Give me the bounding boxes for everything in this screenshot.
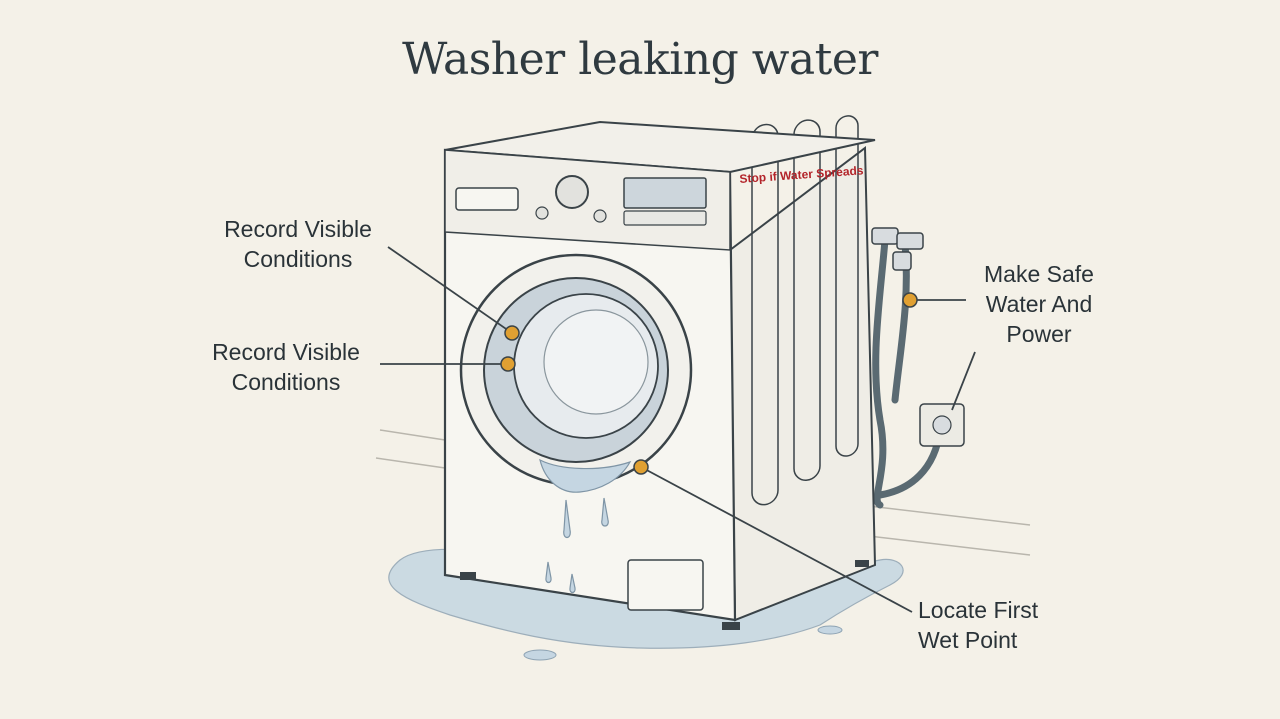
callout-line: Conditions [231, 369, 341, 395]
filter-cover [627, 559, 704, 611]
marker-conditions-lower [500, 356, 516, 372]
marker-conditions-upper [504, 325, 520, 341]
dial-knob-button [535, 206, 549, 220]
dial-knob-button-2 [593, 209, 607, 223]
display-screen [623, 177, 707, 209]
water-hoses [872, 236, 944, 509]
diagram-title: Washer leaking water [402, 34, 878, 85]
marker-water-power [902, 292, 918, 308]
detergent-drawer [455, 187, 519, 211]
washer-foot [460, 572, 476, 580]
callout-line: Power [1006, 321, 1072, 347]
marker-wet-point [633, 459, 649, 475]
callout-line: Locate First [918, 597, 1039, 623]
callout-line: Wet Point [918, 627, 1018, 653]
callout-line: Water And [985, 291, 1093, 317]
callout-record-conditions-lower: Record Visible Conditions [186, 337, 386, 397]
callout-line: Conditions [243, 246, 353, 272]
leader-lines [380, 246, 976, 613]
display-buttons [623, 210, 707, 226]
washer-foot-2 [722, 622, 740, 630]
power-outlet [919, 403, 965, 447]
callout-record-conditions-upper: Record Visible Conditions [198, 214, 398, 274]
washer-foot-3 [855, 560, 869, 567]
leak-drips [539, 458, 632, 594]
callout-make-safe: Make Safe Water And Power [958, 259, 1120, 349]
drum-inner [543, 309, 649, 415]
floor-lines [375, 429, 1031, 556]
side-ribs [751, 115, 859, 506]
water-drop-puddle [523, 649, 557, 661]
callout-line: Record Visible [224, 216, 372, 242]
hose-fittings [871, 227, 924, 271]
callout-line: Make Safe [984, 261, 1094, 287]
program-dial [555, 175, 589, 209]
water-drop-puddle-2 [817, 625, 843, 635]
callout-locate-wet-point: Locate First Wet Point [918, 595, 1078, 655]
callout-line: Record Visible [212, 339, 360, 365]
markers [500, 292, 918, 475]
